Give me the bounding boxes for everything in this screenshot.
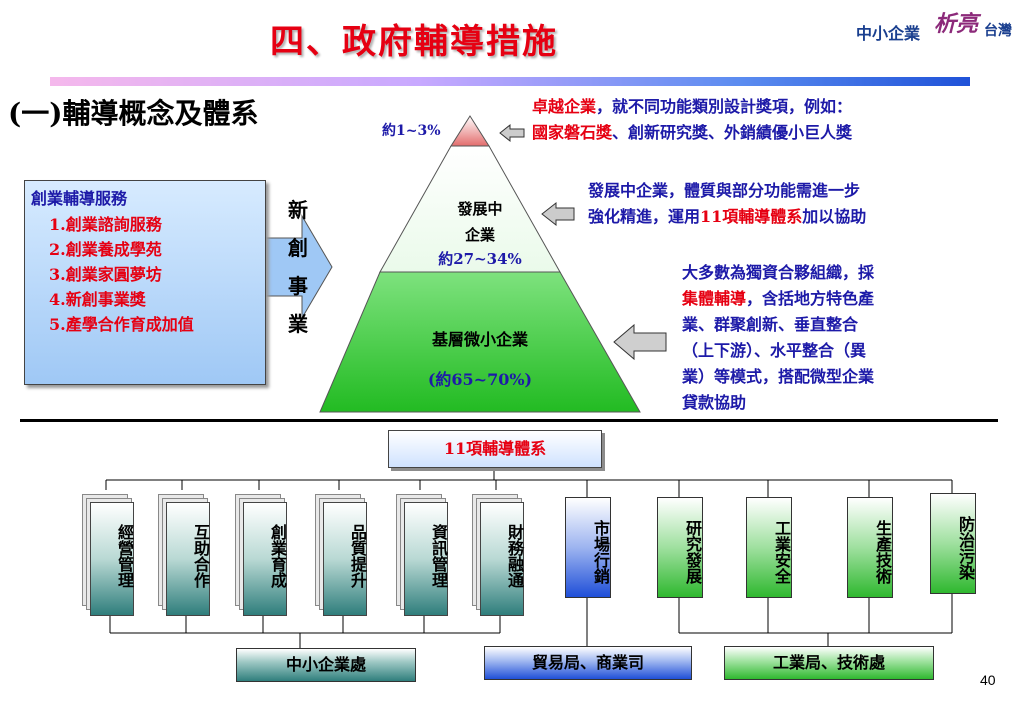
pyramid-base-percentage: (約65~70%) <box>427 370 533 389</box>
startup-item: 4.新創事業獎 <box>49 290 146 309</box>
page-title: 四、政府輔導措施 <box>270 22 558 62</box>
note-middle: 發展中企業，體質與部分功能需進一步 強化精進，運用11項輔導體系加以協助 <box>588 178 866 230</box>
note-top-text-1: ，就不同功能類別設計獎項，例如： <box>596 97 853 116</box>
startup-item: 3.創業家圓夢坊 <box>49 265 162 284</box>
guidance-system-header: 11項輔導體系 <box>388 430 602 468</box>
startup-item: 1.創業諮詢服務 <box>49 215 162 234</box>
note-mid-post: 加以協助 <box>802 207 867 226</box>
note-top-red: 卓越企業 <box>532 97 597 116</box>
system-column-label: 創業育成 <box>268 524 287 588</box>
note-mid-line-1: 發展中企業，體質與部分功能需進一步 <box>588 181 861 200</box>
pyramid-diagram <box>319 115 641 413</box>
system-column-label: 工業安全 <box>772 520 791 584</box>
pyramid-mid-label-2: 企業 <box>464 226 495 244</box>
system-column: 資訊管理 <box>396 494 448 616</box>
arrow-right-icon <box>263 214 333 320</box>
system-column-label: 市場行銷 <box>591 520 610 584</box>
system-column: 互助合作 <box>158 494 210 616</box>
system-column: 工業安全 <box>746 497 792 598</box>
title-underline-bar <box>50 77 970 86</box>
system-column: 研究發展 <box>657 497 703 598</box>
note-base-red: 集體輔導 <box>682 289 747 308</box>
note-mid-pre: 強化精進，運用 <box>588 207 701 226</box>
vertical-text-char: 創 <box>288 236 308 260</box>
vertical-text-char: 事 <box>288 274 308 298</box>
pyramid-mid-percentage: 約27~34% <box>438 250 522 268</box>
agency-box: 中小企業處 <box>236 648 416 682</box>
pyramid-top-label: 約1~3% <box>382 123 441 139</box>
arrow-left-icon <box>613 323 667 361</box>
agency-box: 工業局、技術處 <box>724 646 934 680</box>
pyramid-base-label: 基層微小企業 <box>431 330 528 349</box>
startup-item: 5.產學合作育成加值 <box>49 315 194 334</box>
agency-box: 貿易局、商業司 <box>484 646 692 680</box>
system-column: 防治污染 <box>930 493 976 594</box>
note-top-text-2: 、創新研究獎、外銷績優小巨人獎 <box>612 123 853 142</box>
note-base-line-5: 業）等模式，搭配微型企業 <box>682 367 875 386</box>
system-column-label: 財務融通 <box>505 524 524 588</box>
system-column: 市場行銷 <box>565 497 611 598</box>
startup-header: 創業輔導服務 <box>31 189 128 208</box>
system-column-label: 防治污染 <box>956 516 975 580</box>
section-divider <box>20 419 998 422</box>
vertical-text-char: 業 <box>288 312 308 336</box>
system-column-label: 互助合作 <box>191 524 210 588</box>
note-base: 大多數為獨資合夥組織，採 集體輔導，含括地方特色產 業、群聚創新、垂直整合 （上… <box>682 260 874 416</box>
system-column-label: 經營管理 <box>115 524 134 588</box>
pyramid-mid-label-1: 發展中 <box>457 200 503 218</box>
vertical-text-char: 新 <box>288 198 308 222</box>
system-column: 經營管理 <box>82 494 134 616</box>
note-base-line-4: （上下游）、水平整合（異 <box>682 341 867 360</box>
note-base-line-2: ，含括地方特色產 <box>746 289 875 308</box>
system-column: 財務融通 <box>472 494 524 616</box>
startup-service-box: 創業輔導服務 1.創業諮詢服務 2.創業養成學苑 3.創業家圓夢坊 4.新創事業… <box>24 180 266 385</box>
logo-text-1: 中小企業 <box>856 24 921 43</box>
section-subtitle: (一)輔導概念及體系 <box>8 97 259 130</box>
logo-text-3: 台灣 <box>984 23 1012 39</box>
system-column-label: 研究發展 <box>683 520 702 584</box>
page-number: 40 <box>980 672 996 688</box>
note-base-line-6: 貸款協助 <box>682 393 747 412</box>
pyramid-base <box>319 271 641 413</box>
logo-text-2: 析亮 <box>934 11 979 37</box>
note-base-line-3: 業、群聚創新、垂直整合 <box>682 315 859 334</box>
startup-item: 2.創業養成學苑 <box>49 240 162 259</box>
note-top-red-2: 國家磐石獎 <box>532 123 613 142</box>
system-column: 生產技術 <box>847 497 893 598</box>
arrow-left-icon <box>541 201 575 227</box>
logo: 中小企業 析亮 台灣 <box>856 6 1016 48</box>
system-column-label: 品質提升 <box>348 524 367 588</box>
system-column: 品質提升 <box>315 494 367 616</box>
system-column-label: 資訊管理 <box>429 524 448 588</box>
note-top: 卓越企業，就不同功能類別設計獎項，例如： 國家磐石獎、創新研究獎、外銷績優小巨人… <box>532 94 852 146</box>
note-mid-red: 11項輔導體系 <box>700 207 803 226</box>
arrow-left-icon <box>499 123 525 143</box>
note-base-line-1: 大多數為獨資合夥組織，採 <box>682 263 875 282</box>
system-column-label: 生產技術 <box>873 520 892 584</box>
system-column: 創業育成 <box>235 494 287 616</box>
